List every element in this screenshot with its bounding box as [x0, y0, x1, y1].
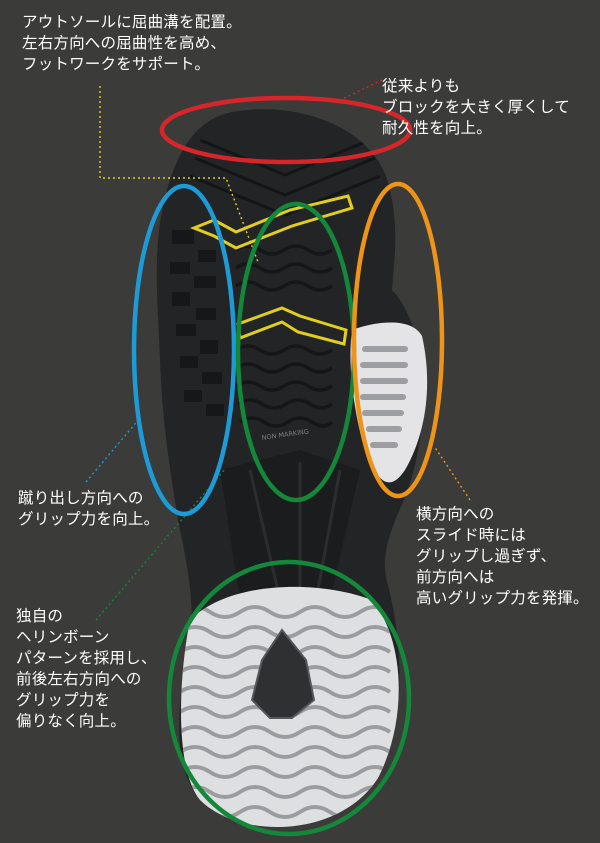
caption-line: スライド時には: [416, 526, 526, 544]
caption-line: 左右方向への屈曲性を高め、: [22, 34, 227, 52]
herringbone-caption: 独自の ヘリンボーン パターンを採用し、 前後左右方向への グリップ力を 偏りな…: [16, 606, 157, 732]
toe-highlight-ellipse: [159, 95, 413, 165]
caption-line: グリップ力を向上。: [18, 510, 160, 528]
heel-herringbone-pad: [180, 586, 399, 828]
leader-toe: [335, 79, 383, 103]
caption-line: アウトソールに屈曲溝を配置。: [22, 13, 242, 31]
leader-lateral: [433, 445, 471, 501]
caption-line: 横方向への: [416, 505, 495, 523]
lateral-slide-caption: 横方向への スライド時には グリップし過ぎず、 前方向へは 高いグリップ力を発揮…: [416, 504, 589, 609]
caption-line: グリップ力を: [16, 691, 111, 709]
caption-line: フットワークをサポート。: [22, 55, 211, 73]
caption-line: 独自の: [16, 607, 64, 625]
caption-line: ヘリンボーン: [16, 628, 110, 646]
caption-line: パターンを採用し、: [16, 649, 157, 667]
heel-highlight-ellipse: [166, 559, 412, 837]
leader-kick-off: [85, 417, 141, 483]
highlight-ellipses: [131, 95, 445, 837]
caption-line: グリップし過ぎず、: [416, 547, 557, 565]
caption-line: 蹴り出し方向への: [18, 489, 144, 507]
leader-lines: [85, 79, 471, 621]
caption-line: 高いグリップ力を発揮。: [416, 589, 589, 607]
sole-tread: [170, 138, 381, 601]
outsole-body: NON MARKING: [156, 109, 428, 828]
leader-flex-groove: [99, 86, 259, 263]
side-slide-panel: [350, 322, 428, 483]
caption-line: 前方向へは: [416, 568, 495, 586]
caption-line: 耐久性を向上。: [382, 119, 492, 137]
caption-line: ブロックを大きく厚くして: [382, 98, 570, 116]
caption-line: 前後左右方向への: [16, 670, 142, 688]
caption-line: 偏りなく向上。: [16, 712, 126, 730]
forefoot-medial-highlight-ellipse: [131, 183, 237, 517]
leader-herringbone: [95, 467, 227, 621]
caption-line: 従来よりも: [382, 77, 461, 95]
kick-off-caption: 蹴り出し方向への グリップ力を向上。: [18, 488, 159, 530]
lateral-highlight-ellipse: [351, 181, 445, 499]
flex-groove-insert: [189, 194, 354, 346]
toe-block-caption: 従来よりも ブロックを大きく厚くして 耐久性を向上。: [382, 76, 570, 139]
flex-groove-caption: アウトソールに屈曲溝を配置。 左右方向への屈曲性を高め、 フットワークをサポート…: [22, 12, 242, 75]
